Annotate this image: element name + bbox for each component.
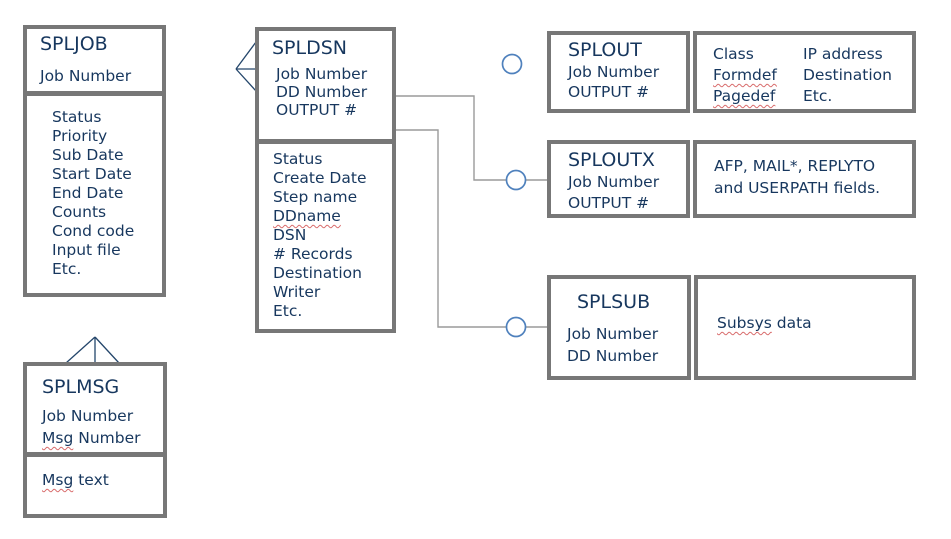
key-item: Job Number [567, 325, 659, 343]
attr-item: Destination [273, 264, 362, 282]
entity-sploutx: SPLOUTX Job Number OUTPUT # [547, 140, 690, 218]
sploutx-attribute-box: AFP, MAIL*, REPLYTO and USERPATH fields. [693, 140, 916, 218]
attr-item: Counts [52, 203, 107, 221]
attr-item: Etc. [273, 302, 303, 320]
misspelled-word: Subsys [717, 314, 772, 332]
attr-item: Create Date [273, 169, 367, 187]
attr-item: Input file [52, 241, 121, 259]
attr-item: Etc. [52, 260, 82, 278]
key-item: Job Number [276, 65, 368, 83]
circle-connector-sploutx [505, 169, 527, 191]
key-item: Job Number [568, 63, 660, 81]
attr-item: DSN [273, 226, 307, 244]
entity-spljob: SPLJOB Job Number Status Priority Sub Da… [23, 25, 166, 297]
splout-attribute-box: Class Formdef Pagedef IP address Destina… [693, 31, 916, 113]
attr-text: text [73, 471, 109, 489]
attr-item: Writer [273, 283, 321, 301]
key-item: OUTPUT # [276, 101, 358, 119]
misspelled-word: Pagedef [713, 87, 776, 105]
spljob-attributes: Status Priority Sub Date Start Date End … [27, 96, 162, 279]
attr-item: End Date [52, 184, 124, 202]
entity-splsub: SPLSUB Job Number DD Number [547, 275, 691, 380]
note-line: and USERPATH fields. [714, 179, 881, 197]
entity-spldsn: SPLDSN Job Number DD Number OUTPUT # Sta… [255, 27, 396, 333]
attr-item: Sub Date [52, 146, 124, 164]
entity-splout: SPLOUT Job Number OUTPUT # [547, 31, 690, 113]
attr-item: Pagedef [713, 86, 803, 107]
misspelled-word: Msg [42, 471, 74, 489]
spldsn-attributes: Status Create Date Step name DDname DSN … [259, 144, 392, 321]
splsub-attribute-box: Subsys data [694, 275, 916, 380]
entity-title: SPLJOB [40, 33, 108, 55]
attr-item: Priority [52, 127, 108, 145]
circle-connector-splout [501, 53, 523, 75]
entity-title: SPLOUT [568, 39, 642, 61]
spljob-header: SPLJOB Job Number [27, 29, 162, 96]
key-item: Job Number [568, 173, 660, 191]
attr-item: Start Date [52, 165, 132, 183]
key-item: DD Number [276, 83, 368, 101]
key-item: DD Number [567, 347, 659, 365]
attr-item: # Records [273, 245, 353, 263]
entity-title: SPLSUB [577, 291, 651, 313]
attr-item: Destination [803, 66, 892, 84]
entity-title: SPLOUTX [568, 149, 655, 171]
note-text: data [771, 314, 812, 332]
entity-splmsg: SPLMSG Job Number Msg Number Msg text [23, 362, 167, 518]
crow-foot-spldsn-bottom [235, 68, 257, 92]
attr-item: Cond code [52, 222, 135, 240]
misspelled-word: Formdef [713, 66, 777, 84]
spldsn-header: SPLDSN Job Number DD Number OUTPUT # [259, 31, 392, 144]
misspelled-word: DDname [273, 207, 341, 225]
crow-foot-splmsg-right [94, 336, 120, 364]
connector-spldsn-splsub [396, 129, 548, 328]
circle-connector-splsub [505, 316, 527, 338]
attr-item: DDname [273, 207, 392, 226]
attr-item: Status [273, 150, 323, 168]
attr-item: Step name [273, 188, 358, 206]
key-item: Msg Number [42, 427, 163, 449]
attr-item: Etc. [803, 87, 833, 105]
crow-foot-splmsg-left [65, 336, 96, 364]
key-item: Job Number [42, 407, 134, 425]
crow-foot-spldsn-top [235, 41, 257, 70]
entity-title: SPLMSG [42, 376, 120, 398]
note-line: AFP, MAIL*, REPLYTO [714, 157, 876, 175]
attr-item: Formdef [713, 65, 803, 86]
attr-item: IP address [803, 45, 883, 63]
attr-item: Class [713, 45, 754, 63]
splmsg-header: SPLMSG Job Number Msg Number [27, 366, 163, 457]
attr-item: Status [52, 108, 102, 126]
connector-spldsn-sploutx [396, 95, 548, 181]
key-item: OUTPUT # [568, 194, 650, 212]
entity-title: SPLDSN [272, 37, 348, 59]
key-text: Number [73, 429, 141, 447]
misspelled-word: Msg [42, 429, 74, 447]
note-line: Subsys data [717, 314, 912, 333]
key-item: Job Number [40, 67, 132, 85]
key-item: OUTPUT # [568, 83, 650, 101]
attr-item: Msg text [42, 471, 163, 490]
splmsg-attributes: Msg text [27, 457, 163, 490]
